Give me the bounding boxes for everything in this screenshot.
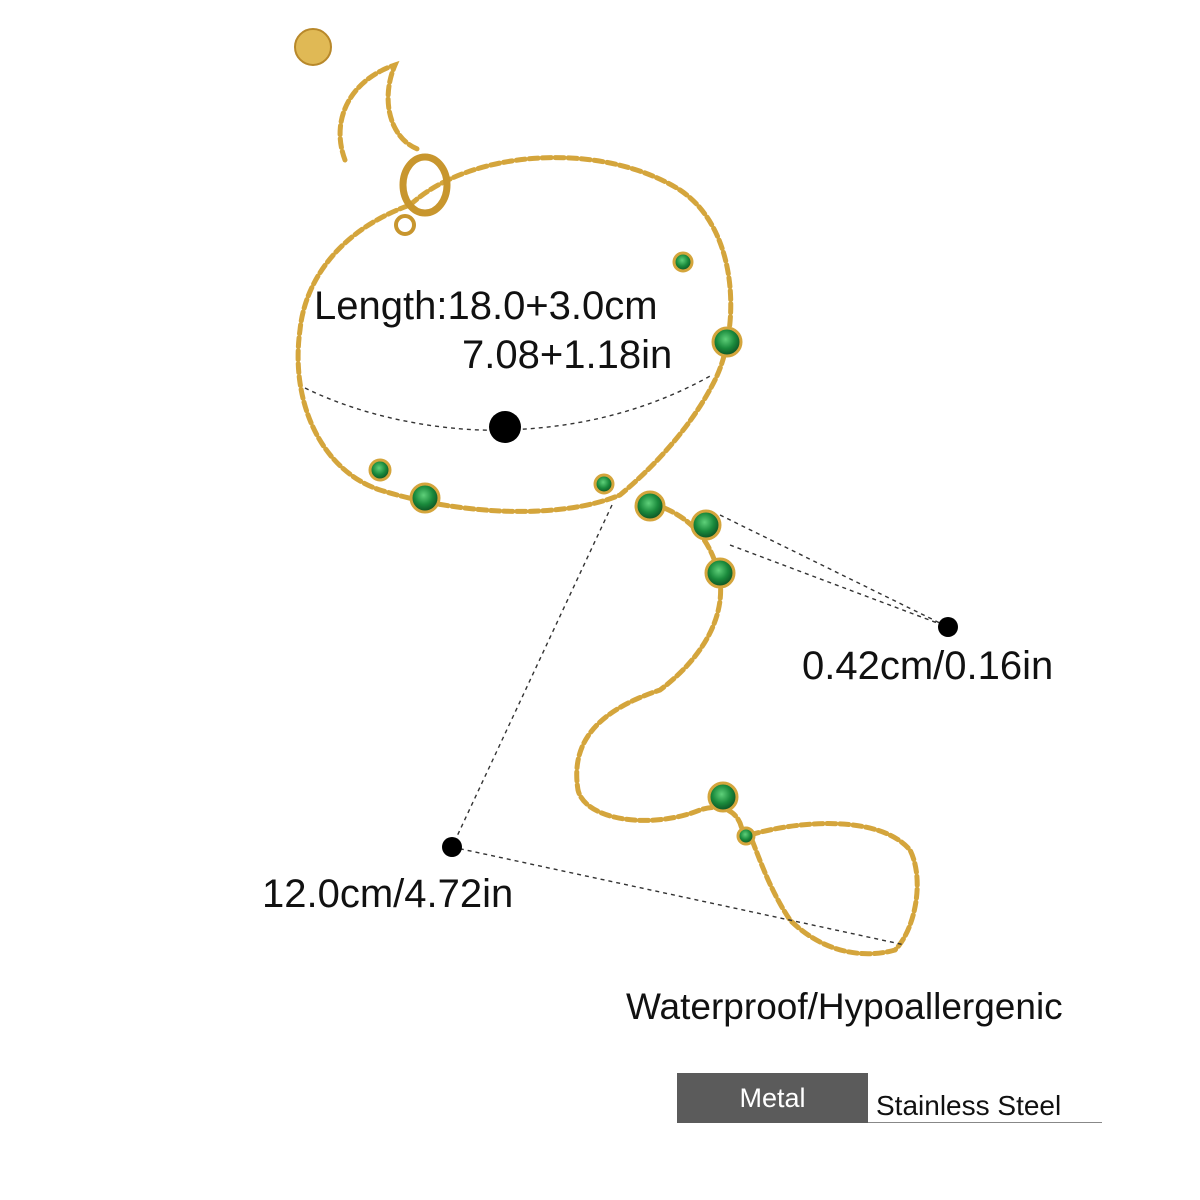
lobster-clasp xyxy=(394,153,451,236)
measurement-dots xyxy=(442,411,958,857)
length-cm-label: Length:18.0+3.0cm xyxy=(314,284,658,328)
emerald-stones xyxy=(368,251,756,846)
spec-value: Stainless Steel xyxy=(876,1090,1062,1121)
feature-label: Waterproof/Hypoallergenic xyxy=(626,986,1063,1027)
bracelet-chain xyxy=(295,60,920,957)
spec-key-badge: Metal xyxy=(677,1073,868,1123)
stone-size-label: 0.42cm/0.16in xyxy=(802,644,1054,688)
charm-tag xyxy=(294,28,332,66)
finger-chain-length-label: 12.0cm/4.72in xyxy=(262,872,514,916)
length-in-label: 7.08+1.18in xyxy=(462,333,673,377)
spec-underline xyxy=(868,1122,1102,1123)
measurement-lines xyxy=(304,374,949,946)
